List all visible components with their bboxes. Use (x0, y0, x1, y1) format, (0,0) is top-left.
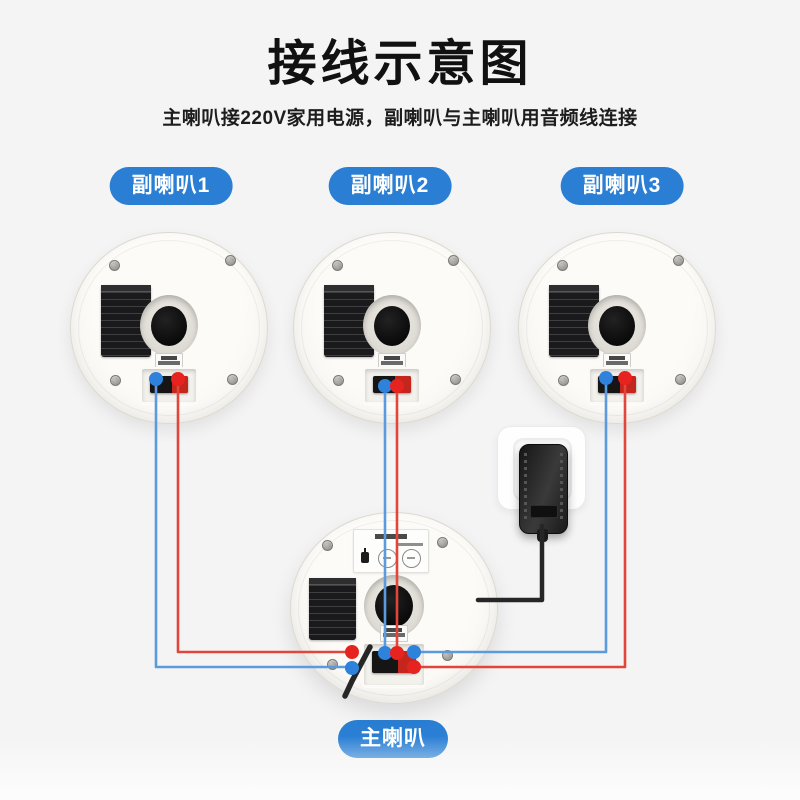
screw-icon (332, 260, 343, 271)
adapter-vent (529, 505, 558, 518)
spring-clip (150, 376, 188, 393)
terminal-label (380, 625, 408, 642)
mounting-hole (588, 295, 646, 356)
badge-sub-speaker-2: 副喇叭2 (328, 167, 452, 205)
plug-icon (361, 548, 369, 563)
badge-sub-speaker-1: 副喇叭1 (109, 167, 233, 205)
sub-speaker-1 (70, 232, 268, 424)
main-speaker (290, 512, 498, 704)
sub-speaker-2 (293, 232, 491, 424)
spring-clip (372, 651, 416, 673)
screw-icon (110, 375, 121, 386)
spring-clip (598, 376, 636, 393)
terminal-block (140, 367, 198, 404)
terminal-block (363, 367, 421, 404)
page-title: 接线示意图 (267, 37, 533, 91)
screw-icon (437, 537, 448, 548)
screw-icon (450, 374, 461, 385)
diagram-circle-icon (378, 549, 397, 568)
screw-icon (227, 374, 238, 385)
printed-wiring-label (353, 529, 429, 573)
screw-icon (448, 255, 459, 266)
terminal-block (588, 367, 646, 404)
spec-label (309, 578, 356, 640)
cable-strain-relief (537, 529, 548, 542)
screw-icon (322, 540, 333, 551)
screw-icon (558, 375, 569, 386)
mounting-hole (363, 295, 421, 356)
screw-icon (673, 255, 684, 266)
printed-label-subtitle (397, 543, 423, 546)
page-subtitle: 主喇叭接220V家用电源，副喇叭与主喇叭用音频线连接 (162, 108, 638, 129)
spring-clip (373, 376, 411, 393)
terminal-block (362, 642, 426, 687)
screw-icon (442, 650, 453, 661)
power-adapter (519, 444, 568, 534)
badge-sub-speaker-3: 副喇叭3 (560, 167, 684, 205)
spec-label (549, 285, 599, 357)
screw-icon (109, 260, 120, 271)
screw-icon (327, 659, 338, 670)
sub-speaker-3 (518, 232, 716, 424)
bottom-fade (0, 736, 800, 800)
screw-icon (557, 260, 568, 271)
screw-icon (675, 374, 686, 385)
diagram-circle-icon (402, 549, 421, 568)
mounting-hole (140, 295, 198, 356)
screw-icon (225, 255, 236, 266)
printed-label-title (375, 534, 407, 539)
screw-icon (333, 375, 344, 386)
